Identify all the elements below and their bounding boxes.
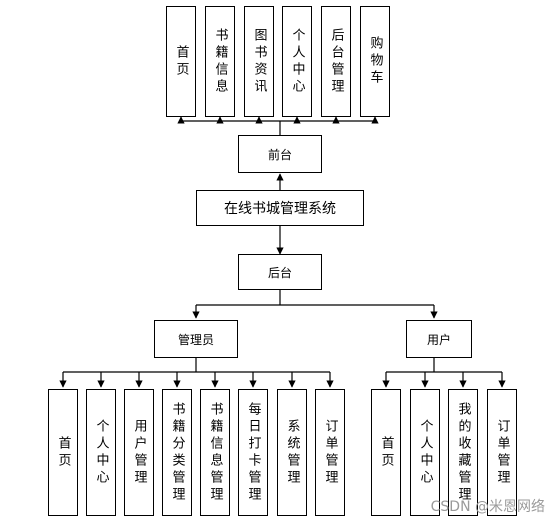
frontend-node: 前台: [238, 135, 322, 173]
module-label: 书籍信息: [212, 27, 228, 96]
module-label: 个人中心: [289, 27, 305, 96]
frontend-module-box: 后台管理: [321, 6, 351, 117]
module-label: 书籍信息管理: [207, 401, 223, 504]
module-label: 后台管理: [328, 27, 344, 96]
user-module-box: 我的收藏管理: [448, 389, 478, 516]
watermark-text: CSDN @米恩网络: [430, 499, 545, 515]
module-label: 个人中心: [417, 418, 433, 487]
backend-node: 后台: [238, 254, 322, 290]
user-module-box: 订单管理: [487, 389, 517, 516]
role-label: 管理员: [177, 332, 214, 347]
module-label: 个人中心: [93, 418, 109, 487]
system-root-node: 在线书城管理系统: [196, 190, 364, 226]
admin-module-box: 个人中心: [86, 389, 116, 516]
module-label: 系统管理: [284, 418, 300, 487]
module-label: 我的收藏管理: [455, 401, 471, 504]
module-label: 订单管理: [494, 418, 510, 487]
module-label: 购物车: [367, 36, 383, 87]
frontend-module-box: 图书资讯: [244, 6, 274, 117]
system-title: 在线书城管理系统: [224, 201, 336, 217]
module-label: 每日打卡管理: [245, 401, 261, 504]
admin-module-box: 订单管理: [315, 389, 345, 516]
frontend-module-box: 书籍信息: [205, 6, 235, 117]
module-label: 用户管理: [131, 418, 147, 487]
module-label: 首页: [55, 435, 71, 470]
role-label: 用户: [426, 332, 451, 347]
frontend-label: 前台: [267, 147, 292, 162]
user-module-box: 个人中心: [410, 389, 440, 516]
user-module-box: 首页: [371, 389, 401, 516]
module-label: 书籍分类管理: [169, 401, 185, 504]
admin-module-box: 首页: [48, 389, 78, 516]
module-label: 图书资讯: [251, 27, 267, 96]
module-label: 首页: [378, 435, 394, 470]
admin-module-box: 书籍信息管理: [200, 389, 230, 516]
role-admin-node: 管理员: [154, 320, 238, 358]
admin-module-box: 书籍分类管理: [162, 389, 192, 516]
frontend-module-box: 购物车: [360, 6, 390, 117]
admin-module-box: 每日打卡管理: [238, 389, 268, 516]
module-label: 首页: [173, 44, 189, 79]
frontend-module-box: 个人中心: [282, 6, 312, 117]
admin-module-box: 用户管理: [124, 389, 154, 516]
frontend-module-box: 首页: [166, 6, 196, 117]
role-user-node: 用户: [406, 320, 472, 358]
admin-module-box: 系统管理: [277, 389, 307, 516]
module-label: 订单管理: [322, 418, 338, 487]
backend-label: 后台: [267, 265, 292, 280]
